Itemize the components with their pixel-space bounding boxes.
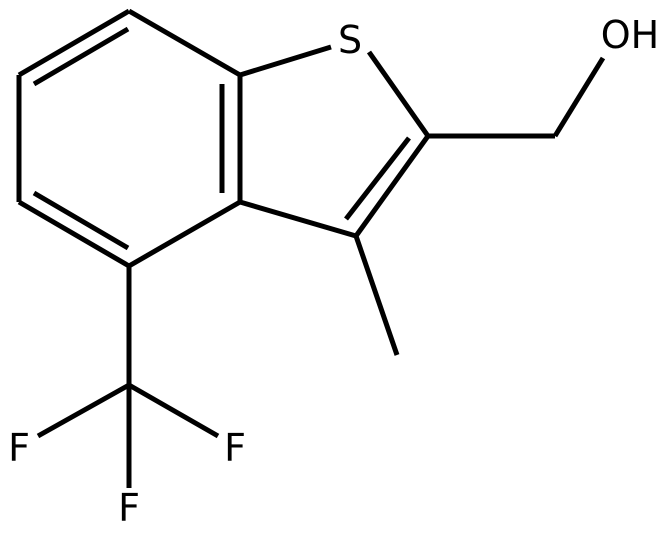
fluorine-bottom-label: F bbox=[118, 486, 140, 530]
bond-c5-c4-inner bbox=[32, 190, 130, 251]
substituents bbox=[36, 56, 606, 488]
bond-c5-c4 bbox=[17, 199, 131, 269]
thiophene-ring bbox=[239, 44, 431, 239]
bond-c3-methyl bbox=[353, 235, 400, 356]
bond-c2-c3 bbox=[353, 134, 431, 238]
bond-ch2-o bbox=[552, 56, 606, 138]
bond-c7-c6-inner bbox=[32, 26, 130, 87]
bond-c7-c6 bbox=[17, 8, 131, 78]
benzene-ring bbox=[16, 8, 243, 269]
bond-cf3-f-left bbox=[36, 382, 131, 439]
bond-cf3-f-right bbox=[127, 382, 220, 439]
bond-c7a-c7 bbox=[127, 8, 242, 78]
sulfur-atom-label: S bbox=[338, 18, 362, 62]
fluorine-right-label: F bbox=[224, 426, 246, 470]
fluorine-left-label: F bbox=[8, 426, 30, 470]
bond-c4-c3a bbox=[127, 199, 242, 269]
hydroxyl-group-label: OH bbox=[601, 13, 659, 57]
bond-c2-c3-inner bbox=[344, 136, 411, 221]
bond-s-c2 bbox=[366, 50, 431, 138]
bond-c3-c3a bbox=[239, 199, 357, 239]
bond-c7a-s bbox=[239, 44, 332, 78]
